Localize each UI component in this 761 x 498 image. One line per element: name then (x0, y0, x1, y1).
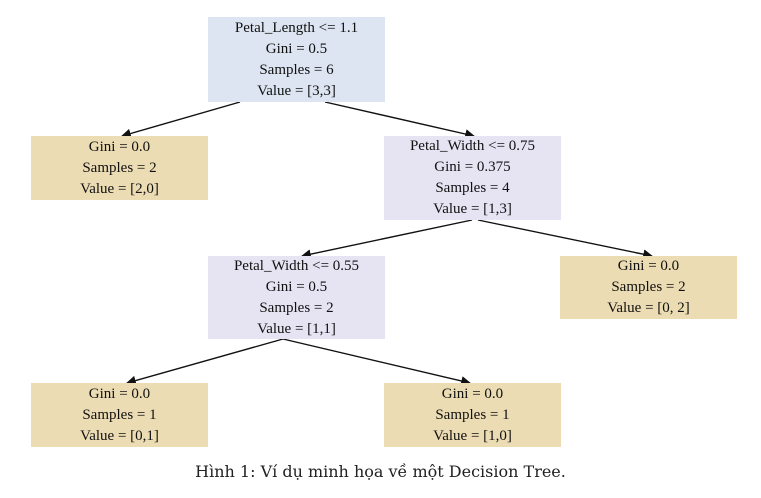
edge-split-c-to-leaf-e (126, 338, 284, 386)
node-gini: Gini = 0.5 (265, 40, 328, 57)
edge-root-to-leaf-a (121, 101, 241, 139)
node-value: Value = [1,0] (433, 427, 512, 444)
edge-root-to-split-b (324, 101, 475, 139)
node-gini: Gini = 0.0 (88, 385, 151, 402)
node-value: Value = [3,3] (257, 82, 336, 99)
edge-split-c-to-leaf-f (282, 338, 471, 386)
node-gini: Gini = 0.0 (88, 138, 151, 155)
node-value: Value = [0,1] (80, 427, 159, 444)
tree-node-split-c: Petal_Width <= 0.55 Gini = 0.5 Samples =… (208, 256, 385, 339)
tree-node-leaf-e: Gini = 0.0 Samples = 1 Value = [0,1] (31, 383, 208, 447)
node-gini: Gini = 0.0 (441, 385, 504, 402)
node-samples: Samples = 1 (435, 406, 510, 423)
node-samples: Samples = 1 (82, 406, 157, 423)
node-condition: Petal_Length <= 1.1 (234, 19, 359, 36)
tree-node-leaf-f: Gini = 0.0 Samples = 1 Value = [1,0] (384, 383, 561, 447)
node-value: Value = [0, 2] (607, 300, 690, 316)
node-gini: Gini = 0.5 (265, 278, 328, 295)
node-condition: Petal_Width <= 0.55 (233, 257, 360, 274)
edge-split-b-to-leaf-d (477, 219, 653, 260)
node-gini: Gini = 0.0 (617, 258, 680, 274)
node-samples: Samples = 2 (611, 279, 686, 295)
tree-node-leaf-a: Gini = 0.0 Samples = 2 Value = [2,0] (31, 136, 208, 200)
node-value: Value = [2,0] (80, 180, 159, 197)
node-value: Value = [1,3] (433, 201, 512, 217)
figure-caption: Hình 1: Ví dụ minh họa về một Decision T… (195, 462, 566, 481)
node-samples: Samples = 2 (259, 299, 334, 316)
node-samples: Samples = 2 (82, 159, 157, 176)
node-gini: Gini = 0.375 (434, 159, 511, 175)
tree-node-root: Petal_Length <= 1.1 Gini = 0.5 Samples =… (208, 17, 385, 102)
tree-node-split-b: Petal_Width <= 0.75 Gini = 0.375 Samples… (384, 136, 561, 220)
node-condition: Petal_Width <= 0.75 (409, 138, 536, 154)
edge-split-b-to-split-c (301, 219, 473, 259)
node-value: Value = [1,1] (257, 320, 336, 337)
tree-node-leaf-d: Gini = 0.0 Samples = 2 Value = [0, 2] (560, 256, 737, 319)
node-samples: Samples = 4 (435, 180, 510, 196)
node-samples: Samples = 6 (259, 61, 334, 78)
